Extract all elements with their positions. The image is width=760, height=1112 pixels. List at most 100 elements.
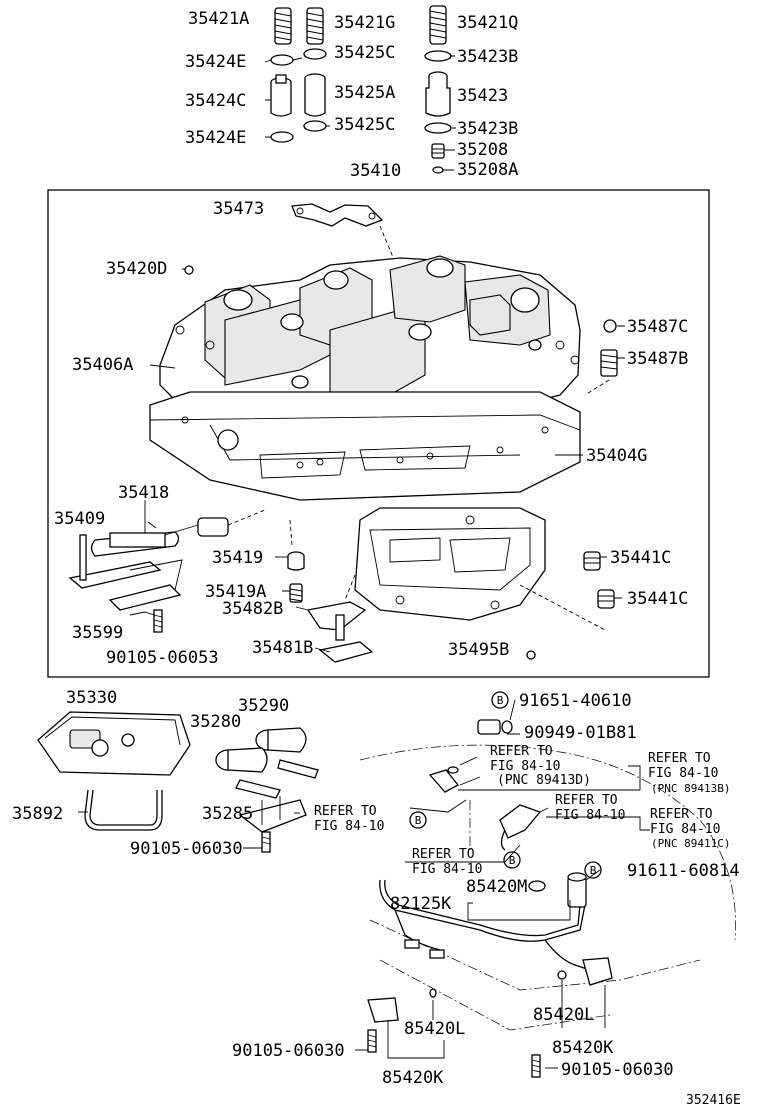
spring-35421Q xyxy=(429,5,447,45)
sensor-connector-middle xyxy=(499,804,542,851)
oil-strainer-35330 xyxy=(37,711,191,776)
oring-35208A xyxy=(432,166,444,174)
ball-35495B xyxy=(526,650,536,660)
label-35481B: 35481B xyxy=(252,638,313,658)
leader-lines xyxy=(78,55,650,1069)
refer-4-line-1: REFER TO xyxy=(555,793,618,808)
bolt-90105-06030-a xyxy=(261,831,271,853)
refer-2-line-1: REFER TO xyxy=(648,751,711,766)
refer-2-line-2: FIG 84-10 xyxy=(648,766,718,781)
label-35473: 35473 xyxy=(213,199,264,219)
plate-35481B xyxy=(318,641,374,663)
label-35423B-top: 35423B xyxy=(457,47,518,67)
plunger-35424C xyxy=(270,74,292,117)
bracket-35482B xyxy=(306,601,367,641)
label-35599: 35599 xyxy=(72,623,123,643)
refer-labels: REFER TO FIG 84-10 (PNC 89413D) REFER TO… xyxy=(314,744,730,877)
label-35285: 35285 xyxy=(202,804,253,824)
label-90105-06030-a: 90105-06030 xyxy=(130,839,243,859)
label-91651-40610: 91651-40610 xyxy=(519,691,632,711)
spool-valve-35418 xyxy=(90,517,229,557)
label-35487C: 35487C xyxy=(627,317,688,337)
label-35420D: 35420D xyxy=(106,259,167,279)
label-35419A: 35419A xyxy=(205,582,266,602)
label-91611-60814: 91611-60814 xyxy=(627,861,740,881)
plug-35441C-b xyxy=(597,589,615,609)
lower-valve-body xyxy=(354,507,546,621)
label-35425C-top: 35425C xyxy=(334,43,395,63)
sensor-connector-upper xyxy=(428,766,459,793)
bracket-35285 xyxy=(238,796,307,833)
label-35421Q: 35421Q xyxy=(457,13,518,33)
label-35441C-a: 35441C xyxy=(610,548,671,568)
part-labels: 35421A 35421G 35421Q 35424E 35425C 35423… xyxy=(12,9,741,1108)
sensor-85420K-left xyxy=(367,988,437,1023)
label-35418: 35418 xyxy=(118,483,169,503)
b-marker-label: B xyxy=(415,814,422,827)
solenoid-35290 xyxy=(255,727,319,779)
spring-35487B xyxy=(600,349,618,377)
sensor-85420K-right xyxy=(557,957,613,986)
b-marker-label: B xyxy=(590,864,597,877)
plug-35441C-a xyxy=(583,551,601,571)
refer-4-line-2: FIG 84-10 xyxy=(555,808,625,823)
plunger-35423 xyxy=(425,71,451,117)
plunger-35425A xyxy=(304,73,326,117)
diagram-code: 352416E xyxy=(686,1093,741,1108)
b-marker-91651-40610: B xyxy=(491,691,509,709)
label-35421G: 35421G xyxy=(334,13,395,33)
spring-35419A xyxy=(289,583,303,603)
separator-plate-35404G xyxy=(149,391,581,501)
oring-35424E-bot xyxy=(270,131,294,143)
label-35423B-bot: 35423B xyxy=(457,119,518,139)
label-90105-06053: 90105-06053 xyxy=(106,648,219,668)
label-85420K-b: 85420K xyxy=(552,1038,614,1058)
label-35406A: 35406A xyxy=(72,355,133,375)
label-35424E-bot: 35424E xyxy=(185,128,246,148)
refer-1-line-3: (PNC 89413D) xyxy=(497,773,591,788)
refer-5-line-1: REFER TO xyxy=(650,807,713,822)
label-35441C-b: 35441C xyxy=(627,589,688,609)
refer-5-line-2: FIG 84-10 xyxy=(650,822,720,837)
label-90105-06030-b: 90105-06030 xyxy=(232,1041,345,1061)
label-35280: 35280 xyxy=(190,712,241,732)
label-35404G: 35404G xyxy=(586,446,647,466)
transmission-outline xyxy=(359,744,736,1031)
oring-35423B-bot xyxy=(424,122,452,134)
ball-35420D xyxy=(184,265,194,275)
label-35208A: 35208A xyxy=(457,160,518,180)
oring-35425C-top xyxy=(303,48,327,60)
label-35208: 35208 xyxy=(457,140,508,160)
label-35892: 35892 xyxy=(12,804,63,824)
ball-35487C xyxy=(603,319,617,333)
label-35487B: 35487B xyxy=(627,349,688,369)
label-90949-01B81: 90949-01B81 xyxy=(524,723,637,743)
label-35423: 35423 xyxy=(457,86,508,106)
bolt-90105-06053 xyxy=(153,609,163,633)
refer-6-line-1: REFER TO xyxy=(412,847,475,862)
bolt-90105-06030-c xyxy=(531,1054,541,1078)
refer-2-line-3: (PNC 89413B) xyxy=(651,782,730,795)
refer-3-line-1: REFER TO xyxy=(314,804,377,819)
refer-1-line-1: REFER TO xyxy=(490,744,553,759)
upper-valve-body-35406A xyxy=(159,255,581,421)
label-35330: 35330 xyxy=(66,688,117,708)
bolt-90105-06030-b xyxy=(367,1029,377,1053)
b-marker-label: B xyxy=(509,854,516,867)
label-35410: 35410 xyxy=(350,161,401,181)
label-35421A: 35421A xyxy=(188,9,249,29)
label-85420K-a: 85420K xyxy=(382,1068,444,1088)
oring-35423B-top xyxy=(424,50,452,62)
tube-35892 xyxy=(84,789,163,831)
b-marker-91611-60814: B xyxy=(584,861,602,879)
b-marker-ref3: B xyxy=(409,811,427,829)
b-marker-ref6: B xyxy=(503,851,521,869)
b-marker-label: B xyxy=(497,694,504,707)
label-82125K: 82125K xyxy=(390,894,452,914)
label-35482B: 35482B xyxy=(222,599,283,619)
label-35409: 35409 xyxy=(54,509,105,529)
label-90105-06030-c: 90105-06030 xyxy=(561,1060,674,1080)
sensor-85420M xyxy=(567,872,587,908)
oring-35425C-bot xyxy=(303,120,327,132)
